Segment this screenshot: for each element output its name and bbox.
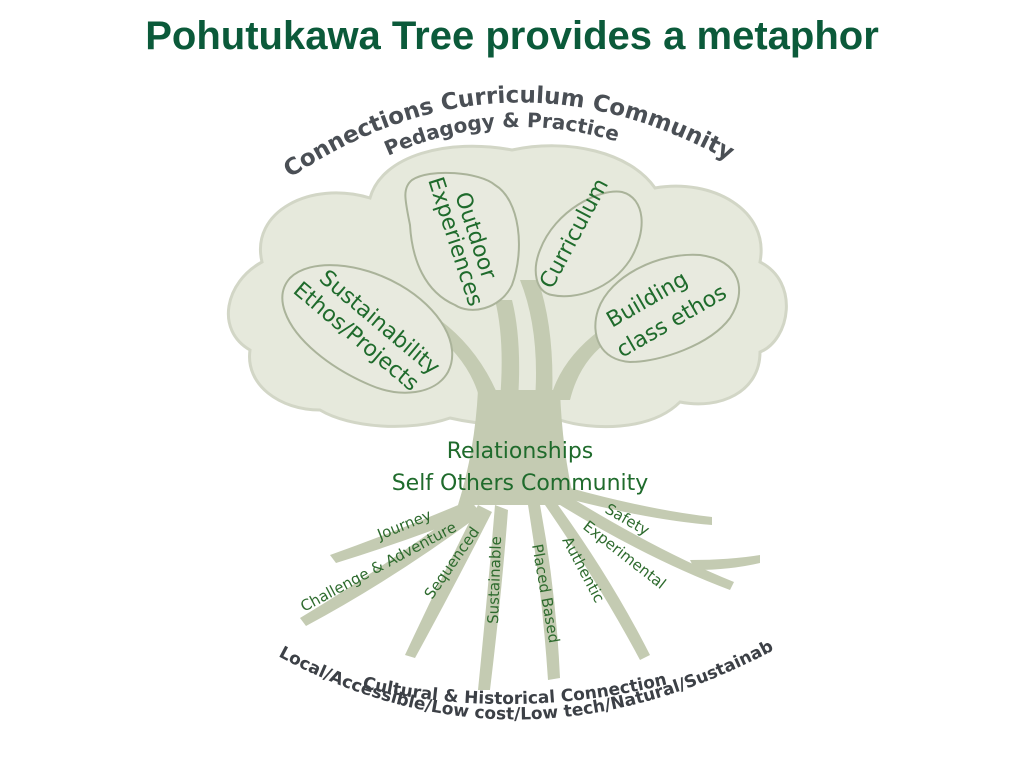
root-center-right — [528, 505, 560, 680]
leaf-sustainability-shape — [281, 264, 454, 394]
slide-title: Pohutukawa Tree provides a metaphor — [145, 14, 879, 58]
root-left — [300, 505, 480, 626]
root-center-left — [478, 505, 508, 690]
root-far-right — [565, 488, 712, 525]
branch-right — [550, 330, 610, 400]
root-label-sustainable: Sustainable — [484, 536, 505, 624]
trunk-and-roots — [300, 390, 760, 690]
root-mid-right — [545, 505, 650, 660]
trunk — [458, 390, 575, 505]
branch-center — [520, 280, 553, 400]
root-tip-right — [690, 555, 760, 570]
leaf-building: Building class ethos — [594, 253, 741, 364]
leaf-sustainability: Sustainability Ethos/Projects — [281, 264, 454, 397]
leaf-building-shape — [594, 253, 741, 364]
leaf-curriculum-shape — [534, 190, 643, 298]
trunk-line-1: Relationships — [447, 439, 594, 464]
root-label-placed-based: Placed Based — [528, 543, 563, 645]
trunk-line-2: Self Others Community — [392, 471, 649, 496]
root-mid-left — [405, 505, 492, 658]
root-far-left — [330, 500, 480, 563]
root-right — [560, 497, 734, 590]
leaf-outdoor-shape — [404, 171, 520, 311]
branch-center-left — [495, 300, 520, 400]
leaf-outdoor: Outdoor Experiences — [404, 171, 520, 311]
